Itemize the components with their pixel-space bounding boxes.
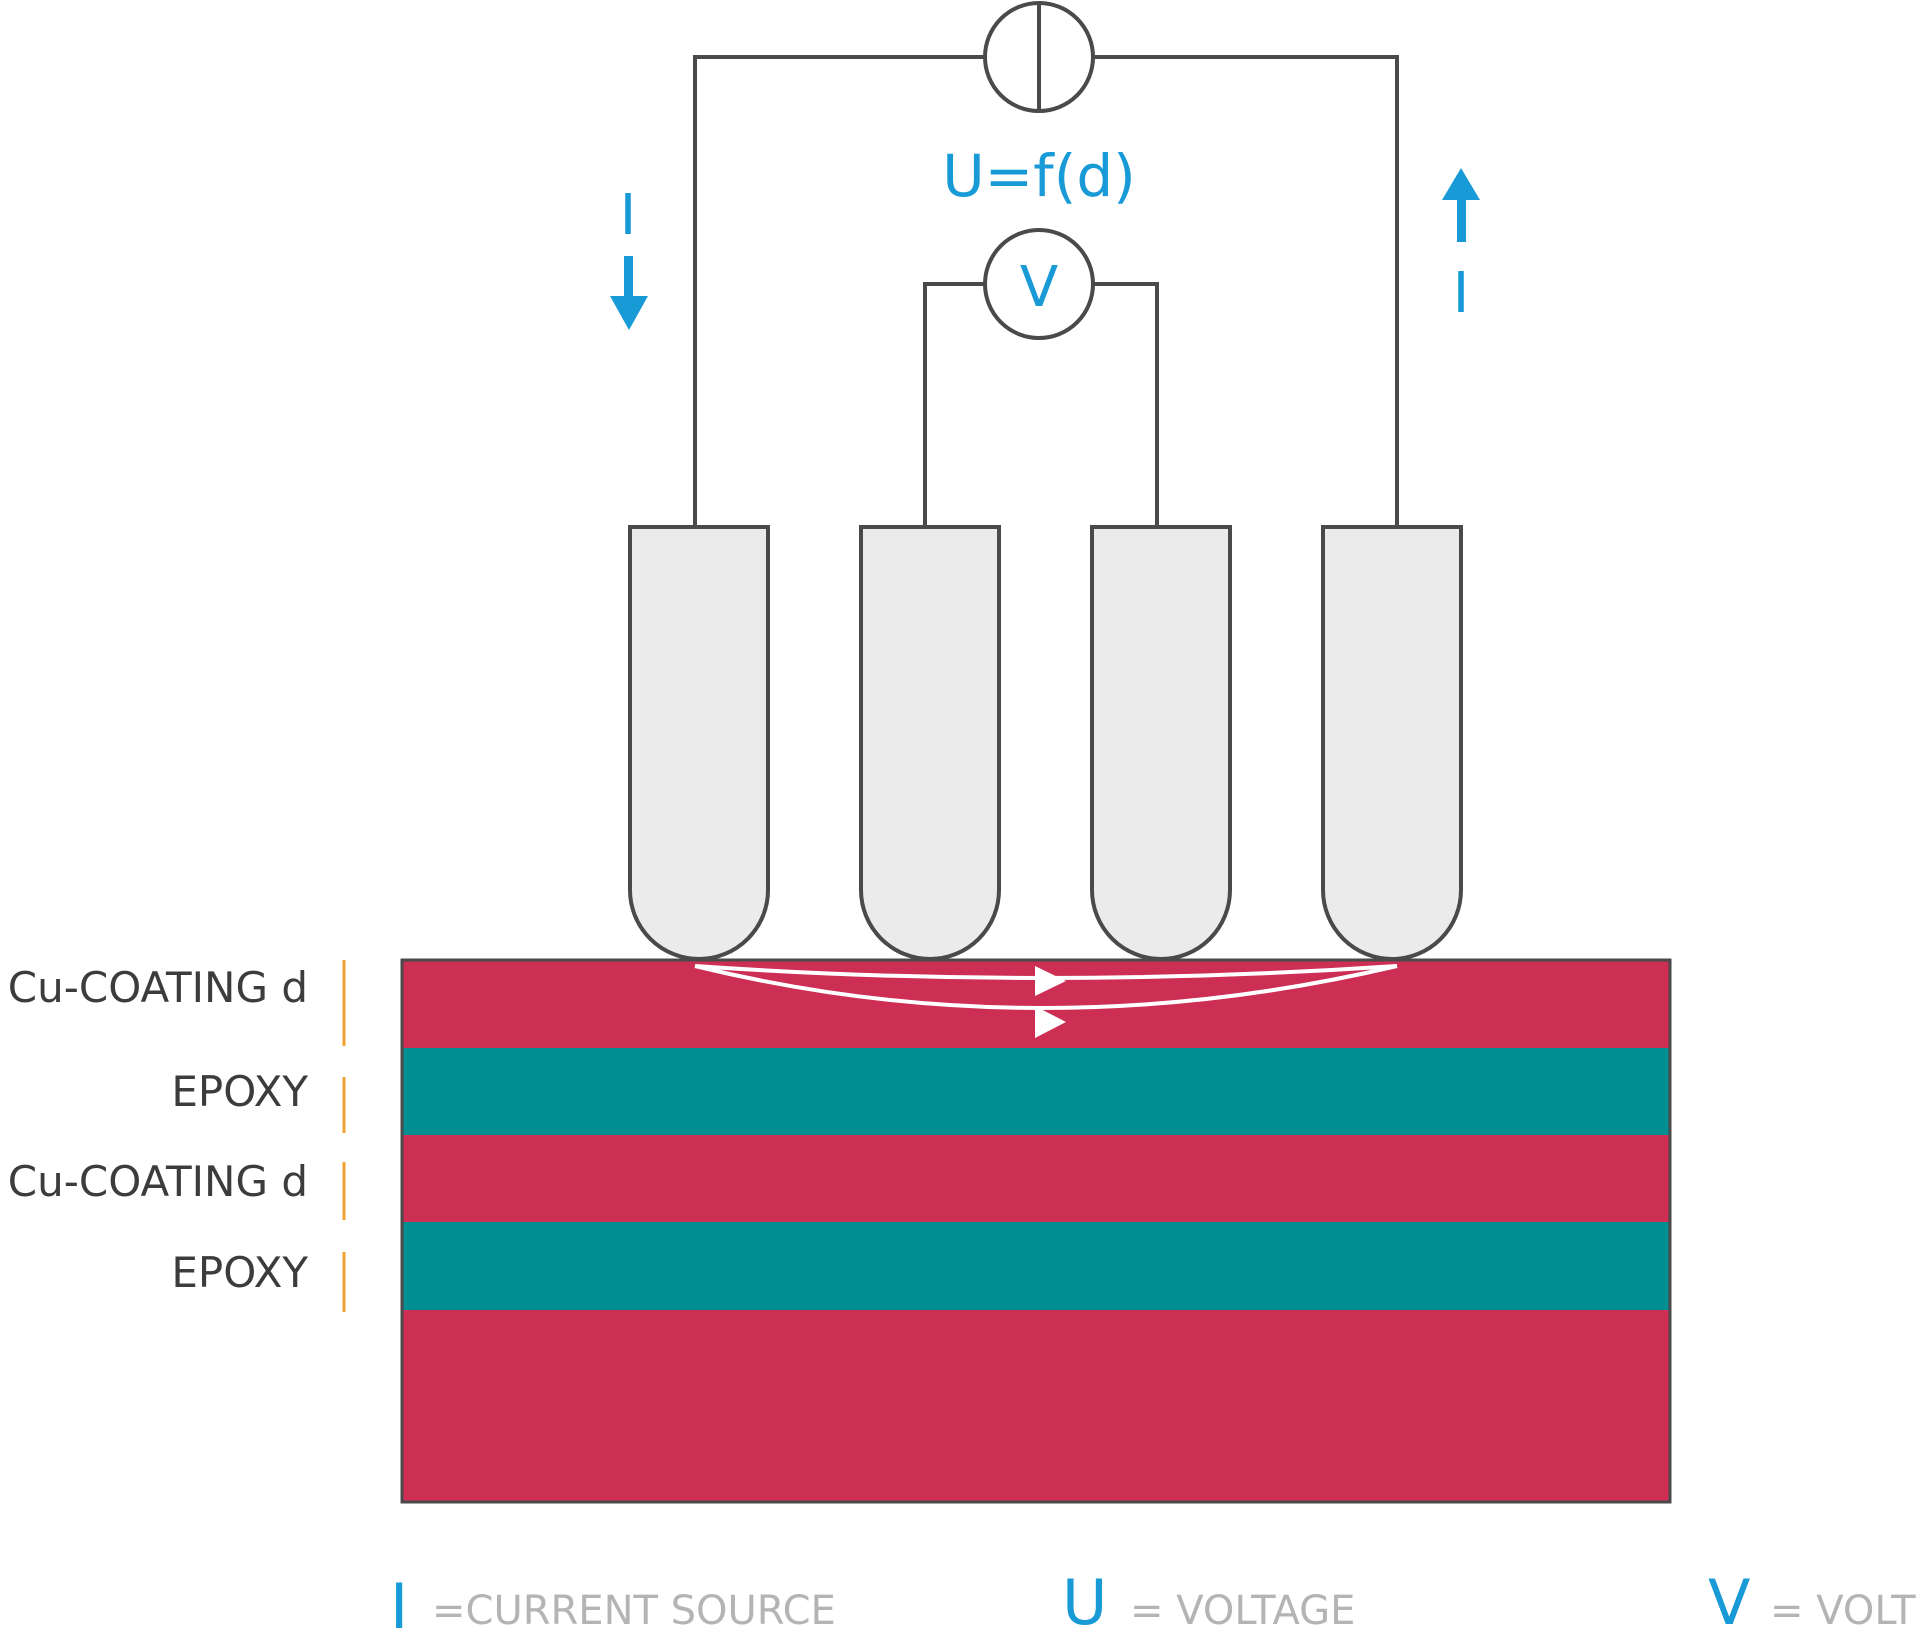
left-current-wire bbox=[693, 55, 985, 527]
layer-label-cu-2: Cu-COATING d bbox=[8, 1157, 308, 1206]
up-arrow-head-icon bbox=[1442, 168, 1480, 200]
current-flow-lines bbox=[694, 964, 1398, 1038]
sample-outline bbox=[400, 958, 1672, 1504]
probe-4 bbox=[1321, 525, 1463, 961]
current-source-circuit bbox=[693, 55, 1399, 527]
voltmeter-symbol: V bbox=[1020, 255, 1058, 320]
legend-symbol-u: U bbox=[1062, 1566, 1107, 1639]
layer-labels: Cu-COATING d EPOXY Cu-COATING d EPOXY bbox=[8, 960, 346, 1312]
current-right-label: I bbox=[1453, 261, 1470, 326]
probe-2 bbox=[859, 525, 1001, 961]
legend-def-u: = VOLTAGE bbox=[1130, 1588, 1355, 1634]
current-in-indicator: I bbox=[610, 183, 648, 330]
epoxy-layer-2 bbox=[402, 1222, 1670, 1310]
legend-symbol-v: V bbox=[1708, 1566, 1750, 1639]
probe-1 bbox=[628, 525, 770, 961]
layer-label-cu-1: Cu-COATING d bbox=[8, 963, 308, 1012]
legend-def-i: =CURRENT SOURCE bbox=[432, 1588, 836, 1634]
copper-layer-2 bbox=[402, 1135, 1670, 1222]
layer-label-epoxy-1: EPOXY bbox=[171, 1067, 308, 1116]
flow-arrow-icon bbox=[1035, 966, 1066, 996]
epoxy-layer-1 bbox=[402, 1048, 1670, 1135]
left-voltage-wire bbox=[923, 282, 985, 527]
layer-label-epoxy-2: EPOXY bbox=[171, 1248, 308, 1297]
down-arrow-icon bbox=[624, 256, 633, 298]
down-arrow-head-icon bbox=[610, 296, 648, 330]
right-voltage-wire bbox=[1093, 282, 1159, 527]
current-source-icon bbox=[983, 1, 1095, 113]
legend-symbol-i: I bbox=[390, 1570, 408, 1643]
voltage-formula: U=f(d) bbox=[942, 142, 1136, 210]
voltmeter-icon: V bbox=[983, 228, 1095, 340]
voltmeter-circuit bbox=[923, 282, 1159, 527]
sample-stack bbox=[400, 958, 1672, 1504]
legend-def-v: = VOLT bbox=[1770, 1588, 1916, 1634]
legend: I =CURRENT SOURCE U = VOLTAGE V = VOLT bbox=[390, 1566, 1916, 1643]
current-out-indicator: I bbox=[1442, 168, 1480, 326]
flow-arrow-icon bbox=[1035, 1006, 1066, 1038]
copper-base bbox=[402, 1310, 1670, 1502]
current-left-label: I bbox=[620, 183, 637, 248]
up-arrow-icon bbox=[1457, 198, 1466, 242]
right-current-wire bbox=[1093, 55, 1399, 527]
probe-3 bbox=[1090, 525, 1232, 961]
